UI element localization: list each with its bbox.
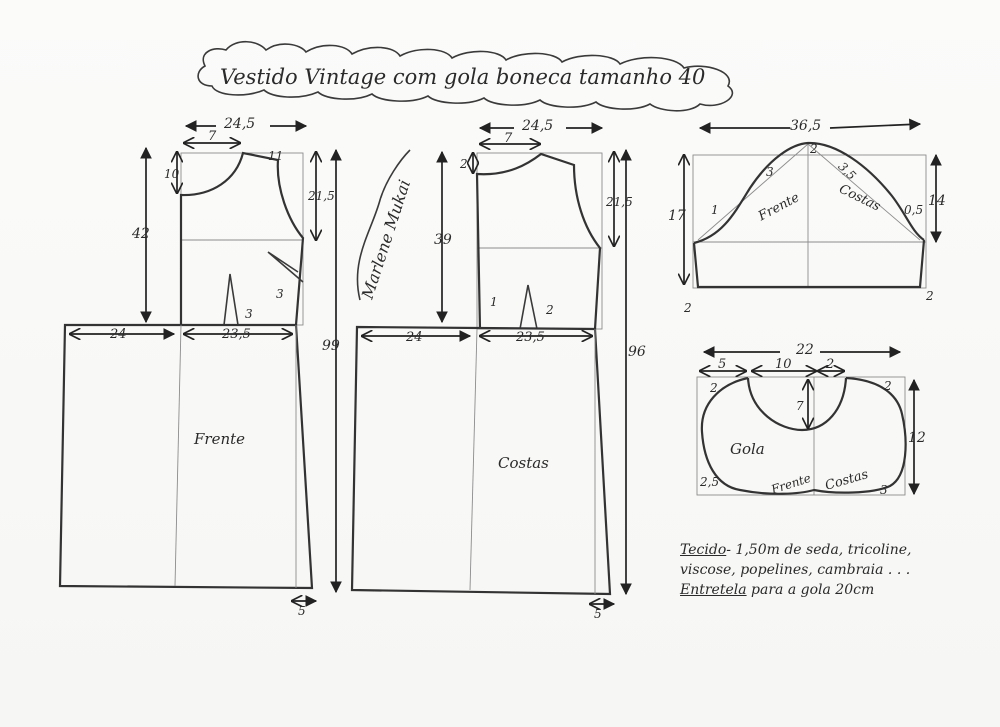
front-label: Frente bbox=[193, 430, 245, 448]
back-waist-dart bbox=[519, 284, 538, 330]
collar-corner-bl: 2,5 bbox=[699, 475, 719, 489]
sleeve-cap-curve bbox=[693, 141, 925, 245]
interfacing-text: para a gola 20cm bbox=[746, 582, 875, 598]
sleeve-width: 36,5 bbox=[790, 118, 821, 134]
front-neck-depth: 10 bbox=[164, 167, 180, 181]
back-armhole: 21,5 bbox=[605, 195, 633, 209]
back-side-offset: 1 bbox=[490, 295, 498, 309]
sleeve-hem-left: 2 bbox=[683, 301, 692, 315]
sleeve-hem-right: 2 bbox=[925, 289, 934, 303]
back-skirt-left: 24 bbox=[405, 330, 423, 345]
back-hem: 5 bbox=[594, 607, 602, 621]
front-bodice-guide bbox=[180, 152, 304, 326]
title: Vestido Vintage com gola boneca tamanho … bbox=[220, 65, 705, 89]
fabric-label: Tecido bbox=[680, 542, 727, 558]
sleeve-cap: 14 bbox=[928, 193, 946, 209]
back-neck-width: 7 bbox=[504, 131, 513, 146]
back-label: Costas bbox=[498, 454, 549, 472]
back-neck-depth: 2 bbox=[459, 157, 468, 171]
collar-corner-tr: 2 bbox=[883, 379, 892, 393]
collar-right: 2 bbox=[825, 357, 834, 372]
back-length: 96 bbox=[628, 344, 646, 360]
sleeve-front-label: Frente bbox=[755, 190, 802, 225]
front-armhole: 21,5 bbox=[307, 189, 335, 203]
collar-neck: 10 bbox=[775, 357, 792, 372]
collar-corner-tl: 2 bbox=[709, 381, 718, 395]
front-dart-width: 3 bbox=[245, 307, 253, 321]
back-skirt-right: 23,5 bbox=[515, 330, 545, 345]
front-bodice-outline bbox=[179, 151, 305, 326]
fabric-notes: Tecido- 1,50m de seda, tricoline, viscos… bbox=[680, 540, 925, 600]
back-piece: 24,5 7 2 21,5 39 1 2 24 23,5 96 5 Costas bbox=[350, 118, 646, 621]
collar-depth: 7 bbox=[796, 399, 804, 413]
sleeve-back-curve: 3,5 bbox=[835, 159, 858, 182]
sleeve-front-lower: 1 bbox=[711, 203, 719, 217]
front-skirt-outline bbox=[58, 323, 314, 590]
front-skirt-left: 24 bbox=[109, 327, 127, 342]
front-piece: 24,5 7 10 11 21,5 42 3 3 24 23,5 99 5 Fr… bbox=[58, 116, 342, 618]
sleeve-crown: 2 bbox=[809, 142, 818, 156]
back-grain-line bbox=[469, 328, 478, 591]
sleeve-front-curve: 3 bbox=[766, 165, 774, 179]
title-cloud: Vestido Vintage com gola boneca tamanho … bbox=[197, 40, 734, 112]
collar-height: 12 bbox=[908, 430, 926, 446]
front-neck-width: 7 bbox=[208, 129, 217, 144]
back-skirt-outline bbox=[350, 325, 612, 596]
front-skirt-right: 23,5 bbox=[221, 327, 251, 342]
front-length: 99 bbox=[322, 338, 340, 354]
front-waist-dart bbox=[223, 273, 239, 326]
front-grain-line bbox=[174, 324, 182, 587]
title-cloud-outline bbox=[197, 40, 734, 112]
back-top-width: 24,5 bbox=[521, 118, 553, 134]
collar-width: 22 bbox=[795, 342, 814, 358]
front-top-width: 24,5 bbox=[223, 116, 255, 132]
back-bodice-outline bbox=[475, 152, 602, 330]
fabric-line: Tecido- 1,50m de seda, tricoline, viscos… bbox=[680, 540, 925, 580]
sleeve-back-label: Costas bbox=[836, 182, 882, 215]
interfacing-label: Entretela bbox=[680, 582, 747, 598]
collar-label: Gola bbox=[730, 440, 765, 458]
collar-left: 5 bbox=[718, 357, 726, 372]
sleeve-outline bbox=[692, 239, 926, 289]
collar-back-label: Costas bbox=[823, 467, 870, 494]
front-shoulder: 11 bbox=[268, 149, 283, 163]
front-waist-height: 42 bbox=[131, 226, 150, 242]
collar-piece: 22 5 10 2 7 12 2 2 2,5 3 Gola Frente Cos… bbox=[696, 342, 926, 497]
fabric-text: - 1,50m de seda, tricoline, viscose, pop… bbox=[680, 542, 912, 578]
collar-corner-br: 3 bbox=[880, 483, 888, 497]
sleeve-piece: 36,5 17 14 2 3 3,5 1 0,5 2 2 Frente Cost… bbox=[668, 118, 946, 315]
interfacing-line: Entretela para a gola 20cm bbox=[680, 580, 925, 600]
collar-neckline bbox=[746, 377, 848, 432]
sleeve-height: 17 bbox=[668, 208, 686, 224]
signature: Marlene Mukai bbox=[356, 149, 414, 302]
back-dart-width: 2 bbox=[545, 303, 554, 317]
sleeve-back-lower: 0,5 bbox=[904, 203, 923, 217]
front-side-dart bbox=[267, 251, 304, 283]
collar-outline bbox=[700, 376, 907, 495]
back-waist-height: 39 bbox=[434, 232, 452, 248]
front-dart-side: 3 bbox=[276, 287, 284, 301]
front-hem: 5 bbox=[298, 604, 306, 618]
